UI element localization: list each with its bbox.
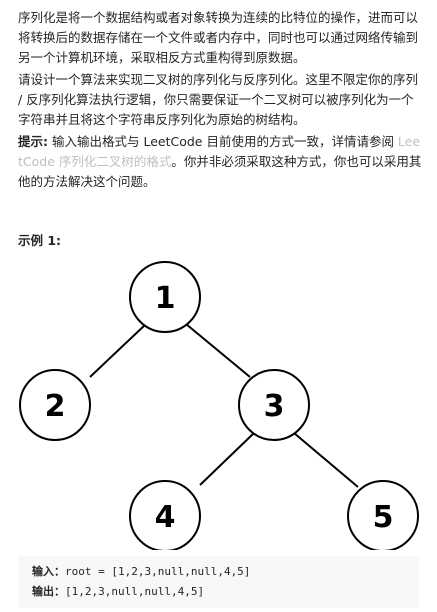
output-value: [1,2,3,null,null,4,5] (65, 585, 205, 598)
tree-node-2-label: 2 (45, 389, 66, 424)
example-code-block: 输入：root = [1,2,3,null,null,4,5] 输出：[1,2,… (18, 556, 419, 608)
hint-text-after: 。你并非必须采取这种方式，你也可以采用其他的方法解决这个问题。 (18, 154, 422, 189)
format-link[interactable]: LeetCode 序列化二叉树的格式 (18, 134, 421, 169)
binary-tree-diagram: 1 2 3 4 5 (19, 261, 419, 550)
edge-3-4 (199, 432, 255, 486)
tree-node-2: 2 (19, 369, 91, 441)
edge-1-3 (185, 323, 251, 378)
tree-node-1-label: 1 (155, 281, 176, 316)
tree-node-3-label: 3 (264, 389, 285, 424)
tree-node-1: 1 (129, 261, 201, 333)
input-value: root = [1,2,3,null,null,4,5] (65, 565, 251, 578)
tree-node-4: 4 (129, 480, 201, 550)
output-line: 输出：[1,2,3,null,null,4,5] (32, 582, 405, 602)
input-label: 输入： (32, 565, 65, 578)
tree-node-5-label: 5 (373, 500, 394, 535)
intro-paragraph: 序列化是将一个数据结构或者对象转换为连续的比特位的操作，进而可以将转换后的数据存… (18, 10, 419, 65)
input-line: 输入：root = [1,2,3,null,null,4,5] (32, 562, 405, 582)
hint-text-before: 输入输出格式与 LeetCode 目前使用的方式一致，详情请参阅 (48, 134, 398, 149)
output-label: 输出： (32, 585, 65, 598)
tree-node-4-label: 4 (155, 500, 176, 535)
example-title: 示例 1: (18, 233, 62, 248)
hint-paragraph: 提示: 输入输出格式与 LeetCode 目前使用的方式一致，详情请参阅 Lee… (18, 132, 422, 192)
tree-node-5: 5 (347, 480, 419, 550)
task-paragraph: 请设计一个算法来实现二叉树的序列化与反序列化。这里不限定你的序列 / 反序列化算… (18, 72, 419, 127)
hint-label: 提示: (18, 134, 48, 149)
tree-node-3: 3 (238, 369, 310, 441)
edge-1-2 (89, 323, 147, 378)
edge-3-5 (293, 432, 359, 488)
